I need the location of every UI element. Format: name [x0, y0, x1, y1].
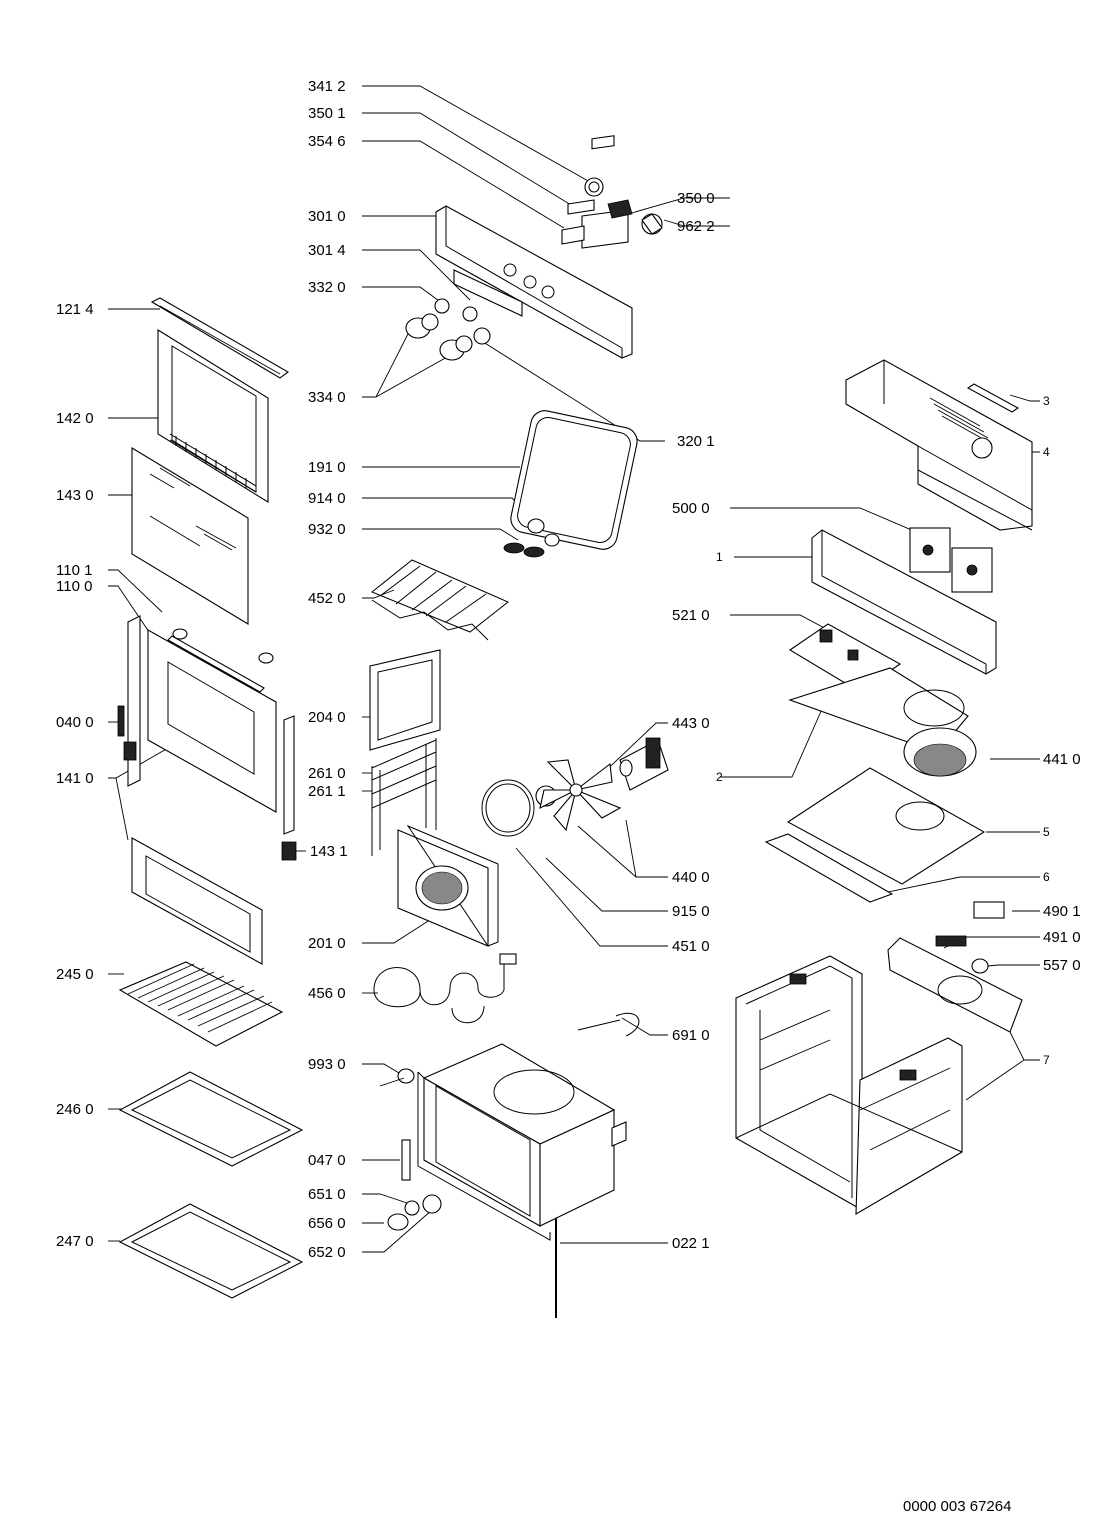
label-5210: 521 0 — [672, 607, 710, 624]
label-3546: 354 6 — [308, 133, 346, 150]
label-5570: 557 0 — [1043, 957, 1081, 974]
label-6: 6 — [1043, 870, 1050, 884]
label-2610: 261 0 — [308, 765, 346, 782]
cavity-parts-group — [369, 410, 669, 1318]
label-0470: 047 0 — [308, 1152, 346, 1169]
label-4: 4 — [1043, 445, 1050, 459]
label-3501: 350 1 — [308, 105, 346, 122]
label-4400: 440 0 — [672, 869, 710, 886]
label-4560: 456 0 — [308, 985, 346, 1002]
door-group — [117, 297, 297, 965]
label-5: 5 — [1043, 825, 1050, 839]
label-7: 7 — [1043, 1053, 1050, 1067]
control-panel-group — [405, 135, 663, 361]
label-1214: 121 4 — [56, 301, 94, 318]
label-6520: 652 0 — [308, 1244, 346, 1261]
label-2: 2 — [716, 770, 723, 784]
label-4410: 441 0 — [1043, 751, 1081, 768]
label-3500: 350 0 — [677, 190, 715, 207]
label-6560: 656 0 — [308, 1215, 346, 1232]
label-4520: 452 0 — [308, 590, 346, 607]
label-4510: 451 0 — [672, 938, 710, 955]
label-9140: 914 0 — [308, 490, 346, 507]
part-labels: 341 2 350 1 354 6 350 0 962 2 301 0 301 … — [56, 78, 1081, 1261]
label-1101: 110 1 — [56, 562, 92, 579]
label-9150: 915 0 — [672, 903, 710, 920]
label-4901: 490 1 — [1043, 903, 1081, 920]
document-code: 0000 003 67264 — [903, 1498, 1012, 1515]
label-9930: 993 0 — [308, 1056, 346, 1073]
label-3: 3 — [1043, 394, 1050, 408]
label-3201: 320 1 — [677, 433, 715, 450]
label-1410: 141 0 — [56, 770, 94, 787]
label-3320: 332 0 — [308, 279, 346, 296]
label-1420: 142 0 — [56, 410, 94, 427]
label-5000: 500 0 — [672, 500, 710, 517]
label-0221: 022 1 — [672, 1235, 710, 1252]
label-4430: 443 0 — [672, 715, 710, 732]
label-1430: 143 0 — [56, 487, 94, 504]
label-1100: 110 0 — [56, 578, 92, 595]
label-2040: 204 0 — [308, 709, 346, 726]
label-2611: 261 1 — [308, 783, 346, 800]
label-2010: 201 0 — [308, 935, 346, 952]
label-6510: 651 0 — [308, 1186, 346, 1203]
label-0400: 040 0 — [56, 714, 94, 731]
label-3010: 301 0 — [308, 208, 346, 225]
label-9622: 962 2 — [677, 218, 715, 235]
oven-cavity-group — [417, 1043, 627, 1241]
label-2460: 246 0 — [56, 1101, 94, 1118]
label-3340: 334 0 — [308, 389, 346, 406]
label-3014: 301 4 — [308, 242, 346, 259]
oven-accessories-group — [118, 961, 304, 1299]
label-1431: 143 1 — [310, 843, 348, 860]
label-1: 1 — [716, 550, 723, 564]
label-1910: 191 0 — [308, 459, 346, 476]
label-3412: 341 2 — [308, 78, 346, 95]
label-4910: 491 0 — [1043, 929, 1081, 946]
label-2450: 245 0 — [56, 966, 94, 983]
label-2470: 247 0 — [56, 1233, 94, 1250]
label-9320: 932 0 — [308, 521, 346, 538]
label-6910: 691 0 — [672, 1027, 710, 1044]
housing-group — [735, 359, 1033, 1215]
